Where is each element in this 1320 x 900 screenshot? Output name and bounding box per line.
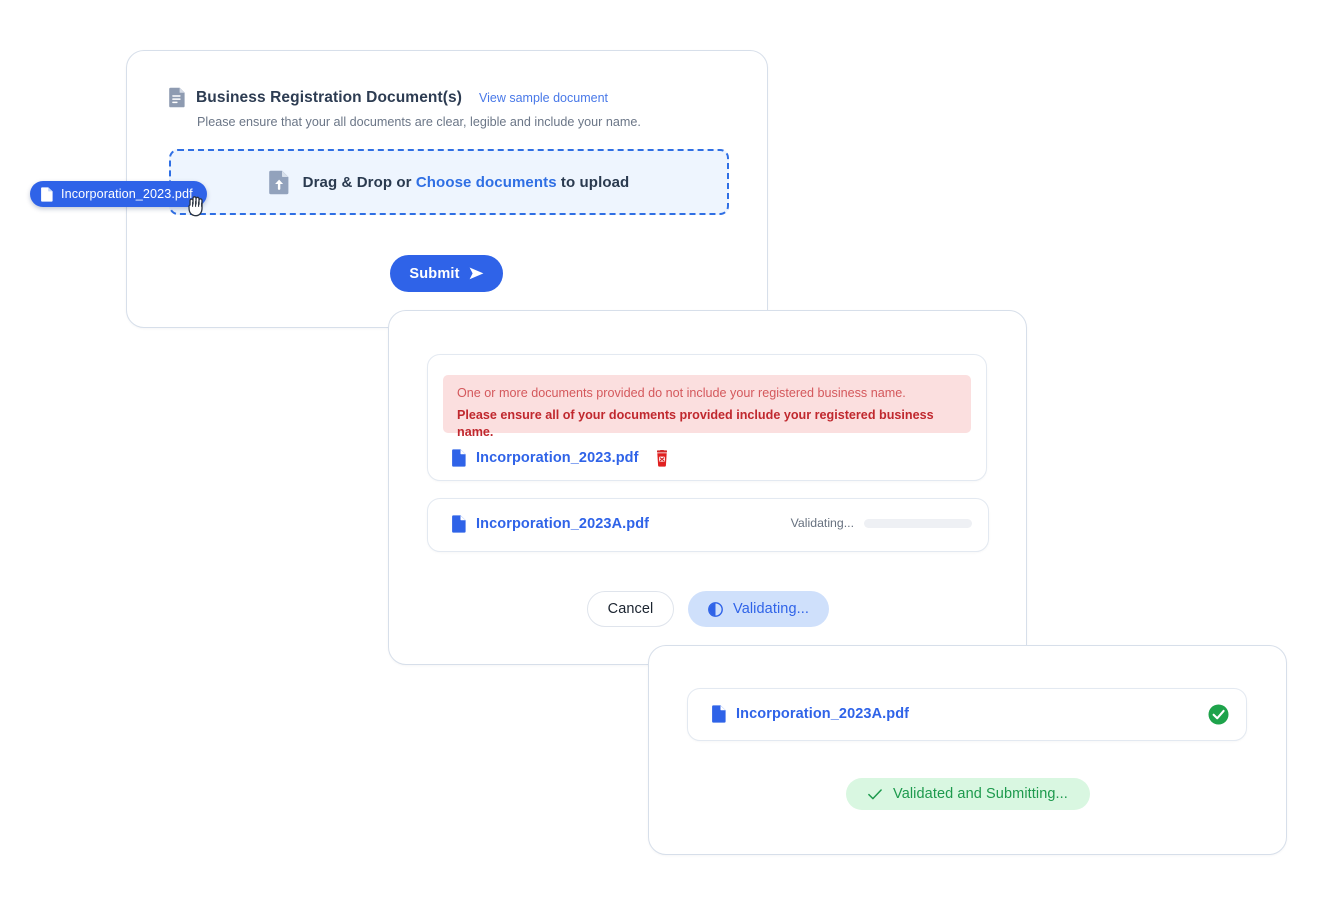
- progress-track: [864, 518, 972, 528]
- submit-button-label: Submit: [409, 265, 460, 282]
- check-circle-icon: [1208, 704, 1229, 725]
- dropzone-text: Drag & Drop or Choose documents to uploa…: [303, 174, 630, 191]
- validating-file-box: Incorporation_2023A.pdf Validating...: [427, 498, 989, 552]
- page-title: Business Registration Document(s): [196, 88, 462, 106]
- file-upload-icon: [268, 170, 290, 195]
- error-file-box: One or more documents provided do not in…: [427, 354, 987, 481]
- validating-file-name: Incorporation_2023A.pdf: [476, 516, 650, 532]
- validating-file-row: Incorporation_2023A.pdf: [452, 515, 649, 533]
- submit-button[interactable]: Submit: [390, 255, 503, 292]
- error-alert-line-2: Please ensure all of your documents prov…: [457, 408, 934, 439]
- validating-button[interactable]: Validating...: [688, 591, 829, 627]
- error-file-name: Incorporation_2023.pdf: [476, 450, 639, 466]
- error-file-row: Incorporation_2023.pdf: [452, 449, 669, 467]
- upload-card-header: Business Registration Document(s) View s…: [169, 87, 608, 108]
- validating-card: One or more documents provided do not in…: [388, 310, 1027, 665]
- grab-hand-cursor: [186, 192, 208, 218]
- trash-delete-icon[interactable]: [649, 449, 669, 467]
- success-file-row: Incorporation_2023A.pdf: [712, 705, 909, 723]
- dropzone-prefix: Drag & Drop or: [302, 173, 416, 191]
- error-alert-line-1: One or more documents provided do not in…: [457, 386, 906, 400]
- view-sample-document-link[interactable]: View sample document: [478, 90, 608, 105]
- validating-progress: Validating...: [791, 516, 972, 530]
- drag-file-chip[interactable]: Incorporation_2023.pdf: [30, 181, 207, 207]
- success-file-name: Incorporation_2023A.pdf: [736, 706, 910, 722]
- status-badge-label: Validated and Submitting...: [893, 786, 1068, 802]
- validating-card-actions: Cancel Validating...: [587, 591, 829, 627]
- upload-card-subtitle: Please ensure that your all documents ar…: [197, 115, 641, 129]
- file-icon: [712, 705, 726, 723]
- dropzone[interactable]: Drag & Drop or Choose documents to uploa…: [169, 149, 729, 215]
- success-card: Incorporation_2023A.pdf Validated and Su…: [648, 645, 1287, 855]
- dropzone-suffix: to upload: [556, 173, 630, 191]
- file-icon: [452, 515, 466, 533]
- choose-documents-link[interactable]: Choose documents: [415, 173, 557, 191]
- upload-card: Business Registration Document(s) View s…: [126, 50, 768, 328]
- status-badge: Validated and Submitting...: [846, 778, 1090, 810]
- validating-button-label: Validating...: [733, 601, 809, 617]
- drag-file-chip-label: Incorporation_2023.pdf: [61, 187, 193, 201]
- file-icon: [41, 186, 53, 202]
- file-icon: [452, 449, 466, 467]
- success-file-box: Incorporation_2023A.pdf: [687, 688, 1247, 741]
- document-icon: [169, 87, 186, 108]
- check-icon: [868, 788, 882, 800]
- send-icon: [469, 267, 484, 280]
- spinner-icon: [708, 601, 723, 617]
- validating-progress-label: Validating...: [790, 516, 854, 530]
- cancel-button[interactable]: Cancel: [587, 591, 674, 627]
- error-alert: One or more documents provided do not in…: [443, 375, 971, 439]
